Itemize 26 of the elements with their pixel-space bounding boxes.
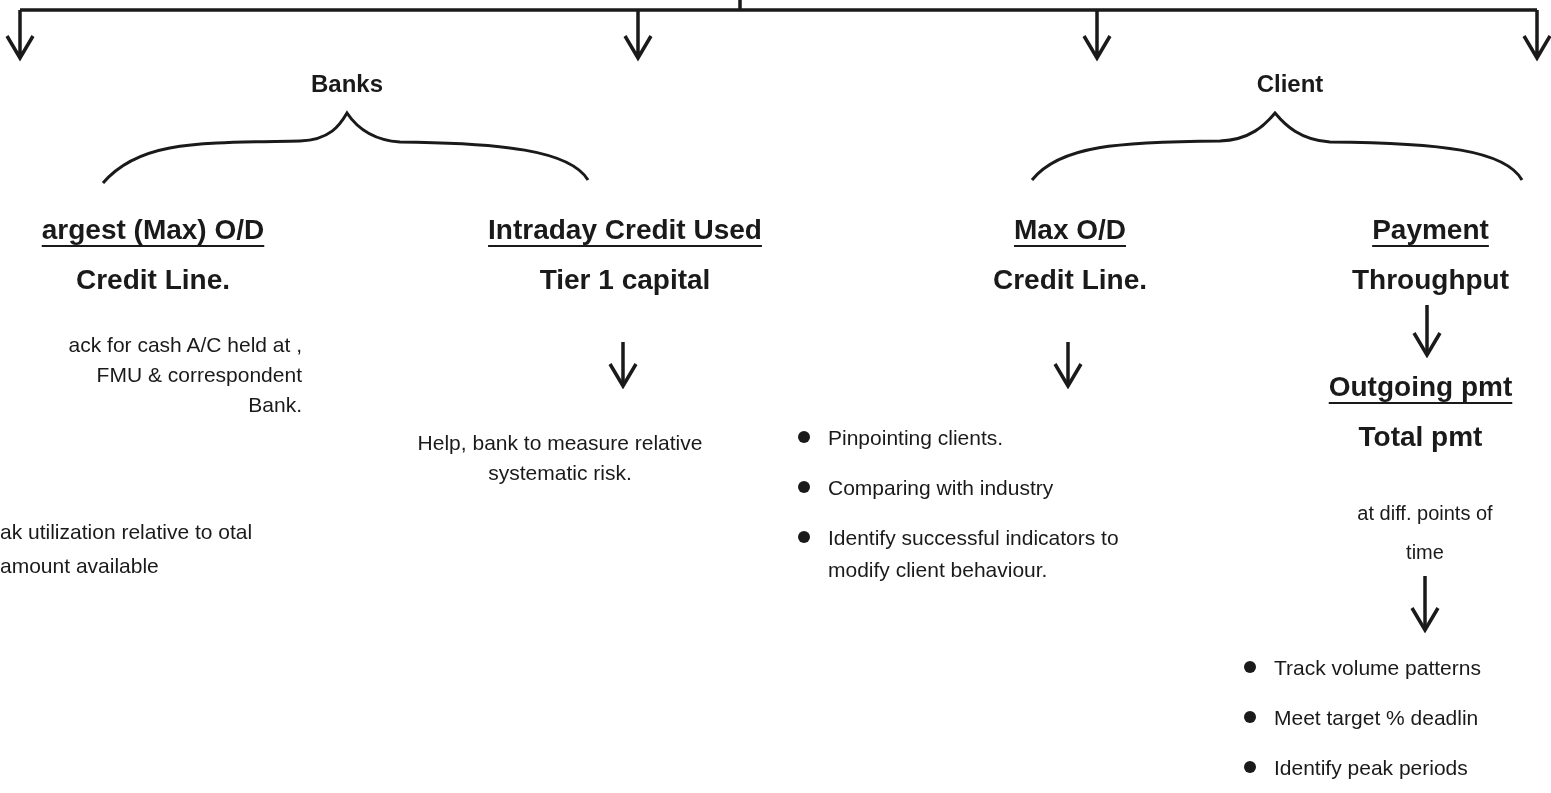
description-text: Help, bank to measure relative systematic risk. — [416, 430, 704, 486]
arrow — [1410, 576, 1440, 632]
bullet-text: Comparing with industry — [828, 475, 1054, 501]
subheading-text: Credit Line. — [993, 263, 1147, 297]
subheading-text: Total pmt — [1358, 420, 1483, 454]
description-text: at diff. points of time — [1356, 501, 1494, 565]
bullet-text: Meet target % deadlin — [1274, 705, 1479, 731]
group-label: Client — [1255, 69, 1325, 99]
description-text: ak utilization relative to otal amount available — [0, 519, 254, 579]
heading-text: Max O/D — [1014, 213, 1126, 247]
group-label: Banks — [309, 69, 384, 99]
bullet-text: Identify successful indicators to modify client behaviour. — [828, 525, 1120, 583]
arrow — [1412, 305, 1442, 357]
heading-text: Payment — [1372, 213, 1489, 247]
subheading-text: Throughput — [1351, 263, 1510, 297]
arrow — [608, 342, 638, 388]
bullet-text: Identify peak periods — [1274, 755, 1468, 781]
bullet-text: Track volume patterns — [1274, 655, 1481, 681]
heading-text: Outgoing pmt — [1328, 370, 1513, 404]
bullet-text: Pinpointing clients. — [828, 425, 1004, 451]
heading-text: argest (Max) O/D — [41, 213, 265, 247]
heading-text: Intraday Credit Used — [488, 213, 762, 247]
subheading-text: Tier 1 capital — [539, 263, 711, 297]
description-text: ack for cash A/C held at , FMU & correspondent Bank. — [67, 332, 302, 418]
subheading-text: Credit Line. — [76, 263, 230, 297]
arrow — [1053, 342, 1083, 388]
